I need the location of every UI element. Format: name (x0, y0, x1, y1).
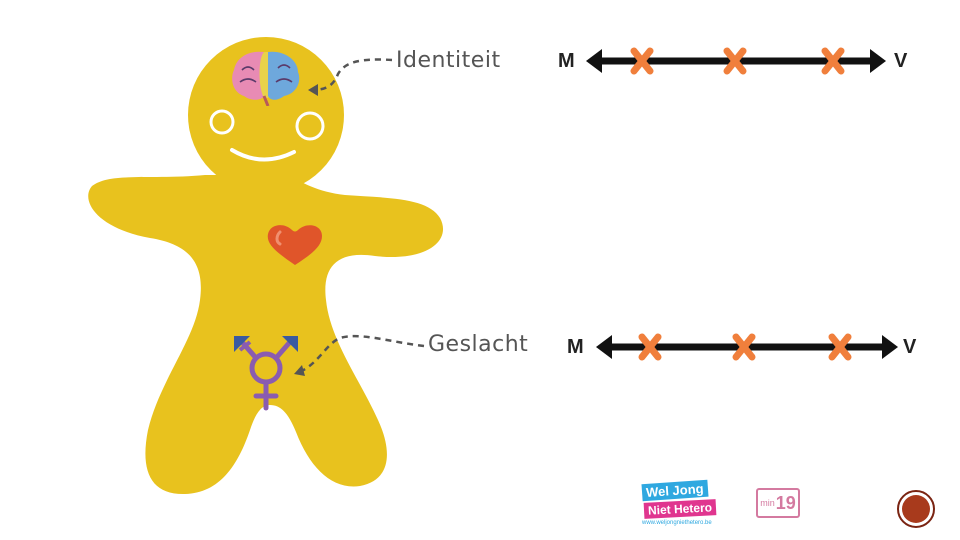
x-marker-icon (723, 47, 747, 75)
logo1-line2: Niet Hetero (643, 499, 717, 519)
identity-scale (586, 47, 886, 75)
transgender-symbol-icon (234, 336, 298, 411)
scale2-left-label: M (567, 336, 584, 358)
logo2-small: min (760, 498, 775, 508)
identity-label: Identiteit (396, 48, 501, 73)
x-marker-icon (828, 333, 852, 361)
genderbread-figure (88, 37, 444, 495)
x-marker-icon (732, 333, 756, 361)
logo1-line1: Wel Jong (641, 479, 709, 502)
scale2-right-label: V (903, 336, 917, 358)
nav-badge-inner (902, 495, 930, 523)
sex-scale (596, 333, 898, 361)
min19-logo[interactable]: min 19 (756, 488, 800, 518)
scale1-right-label: V (894, 50, 908, 72)
x-marker-icon (638, 333, 662, 361)
slide-nav-button[interactable] (897, 490, 935, 528)
scale1-left-label: M (558, 50, 575, 72)
x-marker-icon (821, 47, 845, 75)
heart-icon (267, 225, 322, 265)
sex-label: Geslacht (428, 332, 529, 357)
logo1-line3: www.weljongniethetero.be (642, 520, 712, 526)
wel-jong-niet-hetero-logo[interactable]: Wel Jong Niet Hetero www.weljongniethete… (641, 479, 726, 526)
callout-arrows (294, 58, 425, 376)
brain-icon (232, 51, 300, 106)
x-marker-icon (630, 47, 654, 75)
logo2-big: 19 (775, 492, 796, 513)
